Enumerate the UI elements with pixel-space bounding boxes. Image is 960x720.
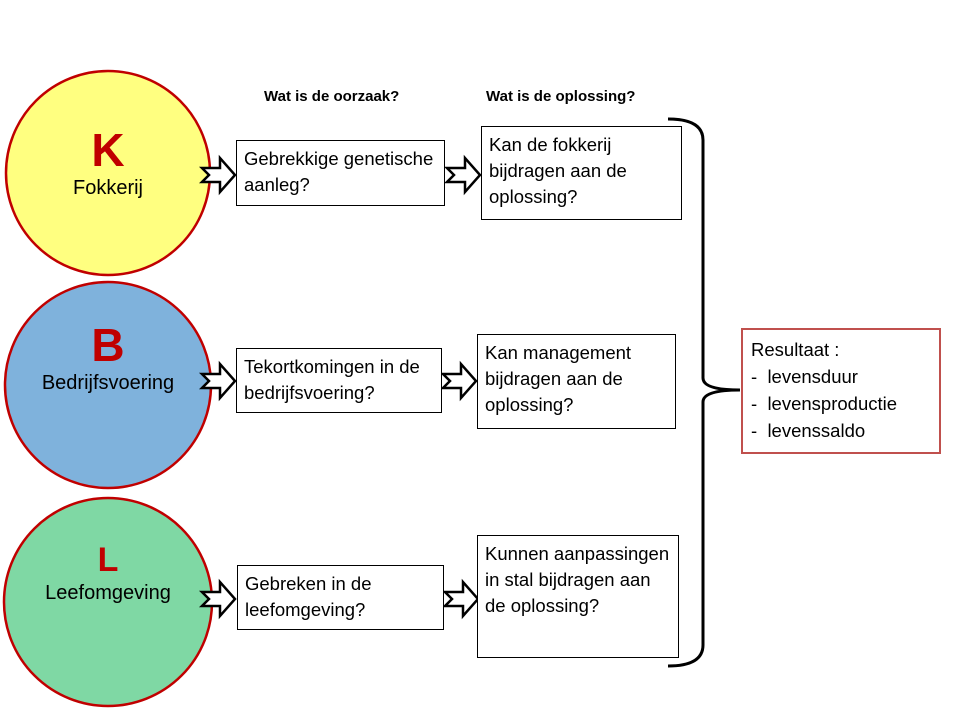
arrow-icon: [198, 154, 237, 196]
result-item: - levenssaldo: [751, 420, 866, 441]
label-leefomgeving: Leefomgeving: [45, 582, 171, 604]
solution-box-fokkerij: Kan de fokkerij bijdragen aan de oplossi…: [481, 126, 682, 220]
cause-box-fokkerij: Gebrekkige genetische aanleg?: [236, 140, 445, 206]
solution-box-leefomgeving: Kunnen aanpassingen in stal bijdragen aa…: [477, 535, 679, 658]
cause-box-bedrijfsvoering: Tekortkomingen in de bedrijfsvoering?: [236, 348, 442, 413]
label-bedrijfsvoering: Bedrijfsvoering: [41, 372, 175, 394]
brace-icon: [667, 117, 741, 668]
letter-b: B: [91, 319, 125, 371]
result-title: Resultaat :: [751, 339, 840, 360]
node-bedrijfsvoering: B Bedrijfsvoering: [8, 320, 208, 396]
letter-l: L: [97, 541, 119, 579]
arrow-icon: [441, 578, 480, 620]
arrow-icon: [198, 360, 237, 402]
arrow-icon: [198, 578, 237, 620]
header-solution: Wat is de oplossing?: [486, 88, 636, 105]
solution-box-bedrijfsvoering: Kan management bijdragen aan de oplossin…: [477, 334, 676, 429]
letter-k: K: [91, 124, 125, 176]
label-fokkerij: Fokkerij: [72, 177, 143, 199]
arrow-icon: [443, 154, 482, 196]
result-item: - levensproductie: [751, 393, 898, 414]
cause-box-leefomgeving: Gebreken in de leefomgeving?: [237, 565, 444, 630]
result-box: Resultaat : - levensduur - levensproduct…: [741, 328, 941, 454]
header-cause: Wat is de oorzaak?: [264, 88, 400, 105]
node-leefomgeving: L Leefomgeving: [8, 540, 208, 606]
node-fokkerij: K Fokkerij: [8, 125, 208, 201]
arrow-icon: [439, 360, 478, 402]
result-item: - levensduur: [751, 366, 858, 387]
